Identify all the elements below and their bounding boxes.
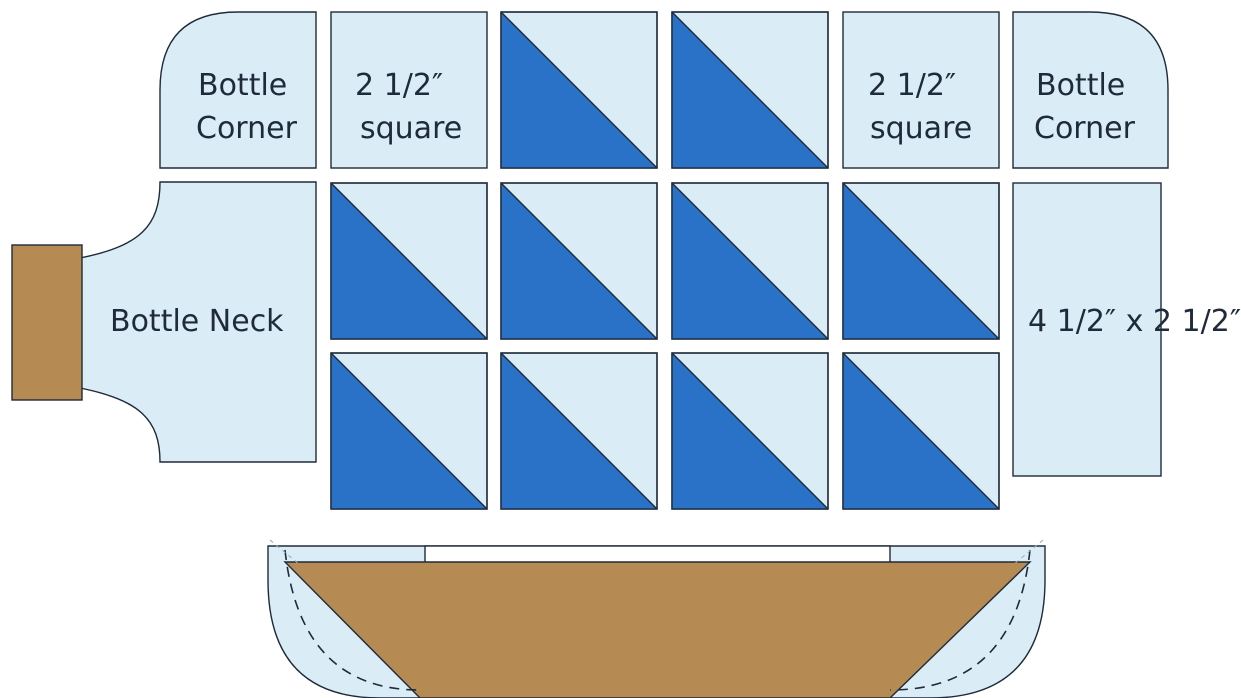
square-left — [330, 11, 488, 169]
strip-right — [1012, 182, 1162, 477]
corner-left-label-line1: Bottle — [198, 68, 287, 103]
hst-bot-2 — [500, 352, 658, 510]
bottle-neck-label: Bottle Neck — [110, 304, 284, 339]
hst-top-1 — [500, 11, 658, 169]
hst-mid-4 — [842, 182, 1000, 340]
strip-right-label: 4 1/2″ x 2 1/2″ — [1028, 304, 1241, 339]
square-left-label-line2: square — [360, 111, 462, 146]
bottle-cap — [11, 244, 83, 401]
hst-bot-3 — [671, 352, 829, 510]
square-left-label-line1: 2 1/2″ — [355, 68, 443, 103]
bottle-corner-right — [1012, 11, 1169, 169]
square-right — [842, 11, 1000, 169]
bottle-corner-left — [159, 11, 317, 169]
corner-left-label-line2: Corner — [196, 111, 298, 146]
square-right-label-line2: square — [870, 111, 972, 146]
hst-top-2 — [671, 11, 829, 169]
hst-bot-1 — [330, 352, 488, 510]
hst-mid-1 — [330, 182, 488, 340]
square-right-label-line1: 2 1/2″ — [868, 68, 956, 103]
hst-mid-3 — [671, 182, 829, 340]
hst-mid-2 — [500, 182, 658, 340]
corner-right-label-line1: Bottle — [1036, 68, 1125, 103]
hst-bot-4 — [842, 352, 1000, 510]
corner-right-label-line2: Corner — [1034, 111, 1136, 146]
bottle-base — [267, 539, 1046, 698]
